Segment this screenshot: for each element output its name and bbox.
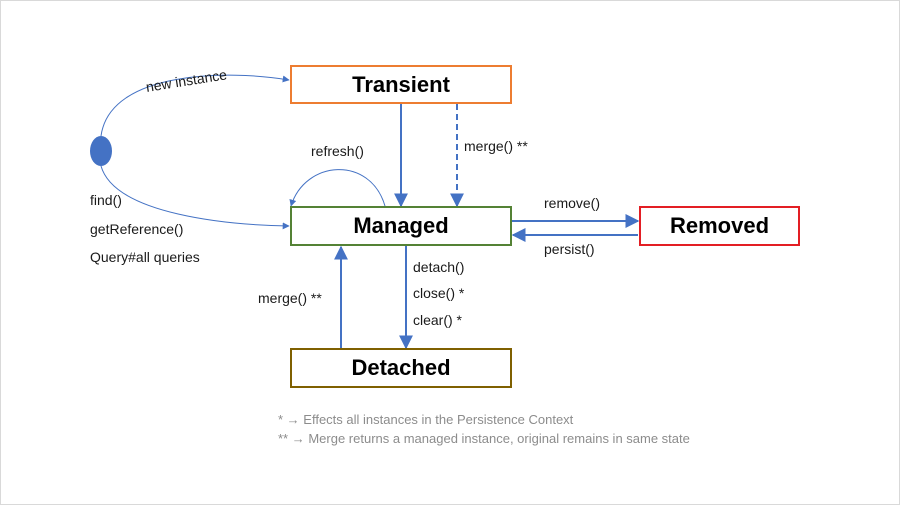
state-transient: Transient <box>290 65 512 104</box>
label-get-reference: getReference() <box>90 221 184 237</box>
arrow-refresh-loop <box>289 169 386 207</box>
state-transient-label: Transient <box>352 71 450 97</box>
label-find: find() <box>90 192 122 208</box>
state-detached-label: Detached <box>351 355 451 380</box>
start-node <box>90 136 112 166</box>
label-detach: detach() <box>413 259 465 275</box>
label-persist: persist() <box>544 241 595 257</box>
label-query: Query#all queries <box>90 249 200 265</box>
state-managed-label: Managed <box>353 213 449 238</box>
label-refresh: refresh() <box>311 143 364 159</box>
state-removed-label: Removed <box>669 213 770 238</box>
arrow-new-instance <box>100 74 290 137</box>
footnote-double-star: ** → Merge returns a managed instance, o… <box>278 431 690 446</box>
state-managed: Managed <box>290 206 512 246</box>
label-close: close() * <box>413 285 465 301</box>
footnote-single-star: * → Effects all instances in the Persist… <box>278 412 574 427</box>
state-removed: Removed <box>639 206 800 246</box>
label-merge-transient: merge() ** <box>464 138 528 154</box>
arrow-find-to-managed <box>100 165 290 230</box>
label-remove: remove() <box>544 195 601 211</box>
label-merge-detached: merge() ** <box>258 290 322 306</box>
state-detached: Detached <box>290 348 512 388</box>
label-clear: clear() * <box>413 312 463 328</box>
